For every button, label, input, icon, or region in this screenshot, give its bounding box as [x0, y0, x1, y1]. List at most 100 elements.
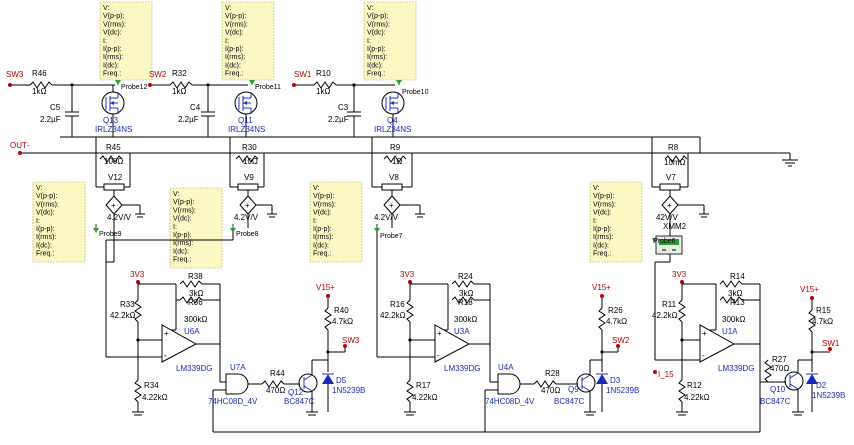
probe-field: I(rms):: [103, 54, 123, 61]
u7a-ref: U7A: [230, 363, 246, 372]
net-out-minus: OUT-: [10, 141, 29, 150]
probe-field: I(rms):: [225, 54, 245, 61]
d2-ref: D2: [816, 381, 827, 390]
opamp-u6a[interactable]: + -: [161, 324, 198, 363]
probe-box-10[interactable]: V:V(p-p):V(rms):V(dc):I:I(p-p):I(rms):I(…: [363, 1, 417, 81]
probe-field: V(rms):: [173, 207, 196, 214]
resistor-r26[interactable]: [598, 307, 606, 331]
probe-field: I(p-p):: [173, 232, 192, 239]
probe11-label: Probe11: [255, 84, 281, 91]
probe-field: V(p-p):: [173, 199, 194, 206]
and-gate-u4a[interactable]: [497, 373, 521, 395]
u4a-val: 74HC08D_4V: [485, 397, 535, 406]
probe-field: I(rms):: [593, 234, 613, 241]
r16-val: 42.2kΩ: [380, 311, 406, 320]
transistor-q9[interactable]: [576, 373, 596, 393]
out-minus-terminal[interactable]: [18, 151, 22, 155]
v7-val: 42V/V: [656, 213, 678, 222]
probe-box-6[interactable]: V:V(p-p):V(rms):V(dc):I:I(p-p):I(rms):I(…: [589, 181, 643, 263]
r15-ref: R15: [816, 306, 831, 315]
probe-field: V:: [313, 185, 319, 192]
multimeter-xmm2[interactable]: [655, 235, 683, 255]
sw2-terminal[interactable]: [148, 83, 152, 87]
current-sense-v8[interactable]: +: [372, 183, 412, 215]
resistor-r34[interactable]: [134, 379, 142, 403]
resistor-r9[interactable]: [383, 155, 407, 163]
resistor-r30[interactable]: [235, 155, 259, 163]
probe-field: I:: [593, 218, 597, 225]
resistor-r16[interactable]: [406, 299, 414, 323]
resistor-r13[interactable]: [719, 296, 743, 304]
resistor-r36[interactable]: [179, 296, 203, 304]
resistor-r24[interactable]: [451, 280, 475, 288]
r44-ref: R44: [270, 369, 285, 378]
resistor-r38[interactable]: [179, 280, 203, 288]
capacitor-c3[interactable]: [347, 111, 361, 117]
mosfet-q13[interactable]: [101, 91, 125, 115]
u3a-ref: U3A: [454, 327, 470, 336]
q12-ref: Q12: [288, 388, 304, 397]
resistor-r45[interactable]: [99, 155, 123, 163]
probe7-label: Probe7: [380, 233, 403, 240]
resistor-r32[interactable]: [169, 81, 193, 89]
net-sw1: SW1: [294, 70, 312, 79]
probe-field: I(rms):: [367, 54, 387, 61]
zener-d5[interactable]: [322, 373, 334, 384]
net-3v3-1: 3V3: [130, 270, 145, 279]
r40-val: 4.7kΩ: [332, 317, 353, 326]
resistor-r15[interactable]: [808, 309, 816, 333]
sw1-terminal[interactable]: [292, 83, 296, 87]
zener-d2[interactable]: [806, 373, 818, 384]
r34-val: 4.22kΩ: [142, 393, 168, 402]
resistor-r17[interactable]: [406, 379, 414, 403]
resistor-r40[interactable]: [324, 307, 332, 331]
and-gate-u7a[interactable]: [225, 373, 249, 395]
sw3-terminal[interactable]: [8, 83, 12, 87]
probe-box-11[interactable]: V:V(p-p):V(rms):V(dc):I:I(p-p):I(rms):I(…: [221, 1, 275, 81]
resistor-r11[interactable]: [678, 299, 686, 323]
probe-field: V(rms):: [313, 201, 336, 208]
capacitor-c4[interactable]: [201, 111, 215, 117]
resistor-r33[interactable]: [134, 299, 142, 323]
d3-ref: D3: [610, 376, 621, 385]
i15-terminal[interactable]: [653, 370, 657, 374]
opamp-u3a[interactable]: + -: [434, 324, 471, 363]
r33-val: 42.2kΩ: [110, 311, 136, 320]
resistor-r44[interactable]: [261, 380, 285, 388]
r14-val: 3kΩ: [728, 289, 742, 298]
current-sense-v7[interactable]: +: [652, 183, 688, 215]
probe-field: Freq.:: [313, 251, 331, 258]
r30-val: 10Ω: [243, 157, 258, 166]
svg-text:-: -: [164, 351, 167, 360]
svg-text:+: +: [389, 201, 394, 210]
transistor-q12[interactable]: [298, 373, 318, 393]
resistor-r8[interactable]: [664, 155, 688, 163]
current-sense-v9[interactable]: +: [230, 183, 264, 215]
probe-box-9[interactable]: V:V(p-p):V(rms):V(dc):I:I(p-p):I(rms):I(…: [32, 181, 86, 263]
probe-box-7[interactable]: V:V(p-p):V(rms):V(dc):I:I(p-p):I(rms):I(…: [309, 181, 363, 263]
mosfet-q11[interactable]: [234, 91, 258, 115]
resistor-r27[interactable]: [764, 359, 772, 383]
r28-ref: R28: [545, 369, 560, 378]
probe-field: V:: [173, 191, 179, 198]
u7a-val: 74HC08D_4V: [208, 397, 258, 406]
resistor-r28[interactable]: [533, 380, 557, 388]
probe-field: V(dc):: [313, 210, 332, 217]
resistor-r46[interactable]: [29, 81, 53, 89]
probe-box-12[interactable]: V:V(p-p):V(rms):V(dc):I:I(p-p):I(rms):I(…: [99, 1, 153, 81]
resistor-r12[interactable]: [678, 379, 686, 403]
current-sense-v12[interactable]: +: [96, 183, 130, 215]
probe-box-8[interactable]: V:V(p-p):V(rms):V(dc):I:I(p-p):I(rms):I(…: [169, 187, 223, 269]
probe12-label: Probe12: [121, 84, 148, 91]
resistor-r10[interactable]: [313, 81, 337, 89]
transistor-q10[interactable]: [784, 371, 804, 391]
capacitor-c5[interactable]: [65, 111, 79, 117]
opamp-u1a[interactable]: + -: [699, 324, 736, 363]
resistor-r18[interactable]: [451, 296, 475, 304]
zener-d3[interactable]: [596, 373, 608, 384]
r14-ref: R14: [730, 272, 745, 281]
mosfet-q4[interactable]: [381, 91, 405, 115]
resistor-r14[interactable]: [719, 280, 743, 288]
q11-ref: Q11: [238, 116, 253, 125]
